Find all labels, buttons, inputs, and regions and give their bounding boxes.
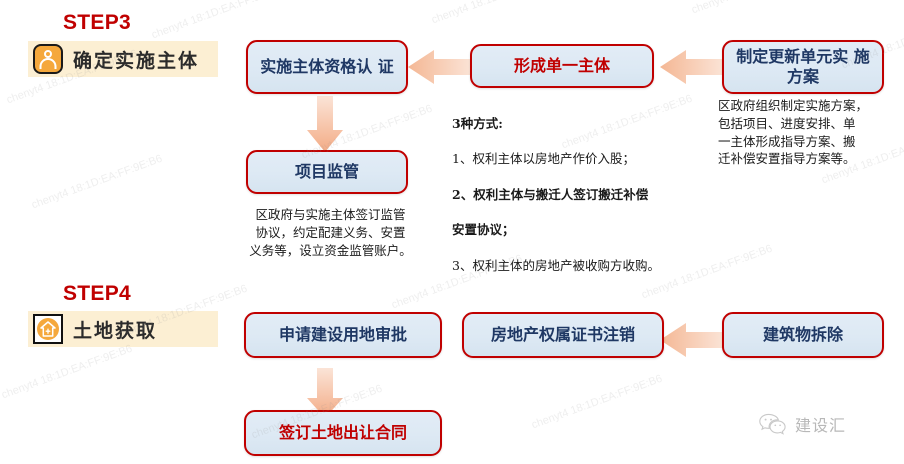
person-icon xyxy=(33,44,63,74)
person-icon-body xyxy=(39,58,57,69)
caption-renewal-plan: 区政府组织制定实施方案， 包括项目、进度安排、单 一主体形成指导方案、搬 迁补偿… xyxy=(718,98,869,167)
box-cert-cancel[interactable]: 房地产权属证书注销 xyxy=(462,312,664,358)
house-icon xyxy=(33,314,63,344)
box-renewal-plan[interactable]: 制定更新单元实 施方案 xyxy=(722,40,884,94)
step3-band: 确定实施主体 xyxy=(28,41,218,77)
arrow-demolition-to-cert xyxy=(660,323,724,357)
watermark-text: chenyt4 18:1D:EA:FF:9E:B6 xyxy=(530,372,664,432)
box-qualification[interactable]: 实施主体资格认 证 xyxy=(246,40,408,94)
step4-band-title: 土地获取 xyxy=(73,319,158,342)
step3-label: STEP3 xyxy=(63,11,132,34)
wechat-brand: 建设汇 xyxy=(795,416,847,435)
caption-methods-item: 2、权利主体与搬迁人签订搬迁补偿 xyxy=(452,186,649,202)
wechat-icon xyxy=(759,413,786,435)
watermark-text: chenyt4 18:1D:EA:FF:9E:B6 xyxy=(690,0,824,16)
arrow-approval-to-contract xyxy=(307,368,343,418)
box-demolition[interactable]: 建筑物拆除 xyxy=(722,312,884,358)
caption-methods: 3种方式: 1、权利主体以房地产作价入股； 2、权利主体与搬迁人签订搬迁补偿 安… xyxy=(452,97,702,292)
house-icon-glyph xyxy=(40,321,56,337)
arrow-qualification-to-supervision xyxy=(307,96,343,152)
arrow-entity-to-qualification xyxy=(408,50,472,84)
wechat-footer: 建设汇 xyxy=(758,412,846,436)
watermark-text: chenyt4 18:1D:EA:FF:9E:B6 xyxy=(430,0,564,26)
caption-methods-item: 安置协议； xyxy=(452,222,515,238)
watermark-text: chenyt4 18:1D:EA:FF:9E:B6 xyxy=(150,0,284,42)
step3-band-title: 确定实施主体 xyxy=(73,49,200,72)
caption-methods-item: 1、权利主体以房地产作价入股； xyxy=(452,151,635,167)
watermark-text: chenyt4 18:1D:EA:FF:9E:B6 xyxy=(30,152,164,212)
caption-methods-item: 3、权利主体的房地产被收购方收购。 xyxy=(452,257,660,273)
caption-supervision: 区政府与实施主体签订监管 协议，约定配建义务、安置 义务等，设立资金监管账户。 xyxy=(249,207,412,258)
house-icon-circle xyxy=(37,318,59,340)
box-supervision[interactable]: 项目监管 xyxy=(246,150,408,194)
box-single-entity[interactable]: 形成单一主体 xyxy=(470,44,654,88)
box-land-approval[interactable]: 申请建设用地审批 xyxy=(244,312,442,358)
arrow-plan-to-entity xyxy=(660,50,724,84)
caption-methods-heading: 3种方式: xyxy=(452,115,503,131)
person-icon-head xyxy=(44,50,52,58)
watermark-text: chenyt4 18:1D:EA:FF:9E:B6 xyxy=(0,342,134,402)
box-land-contract[interactable]: 签订土地出让合同 xyxy=(244,410,442,456)
step4-label: STEP4 xyxy=(63,282,132,305)
step4-band: 土地获取 xyxy=(28,311,218,347)
